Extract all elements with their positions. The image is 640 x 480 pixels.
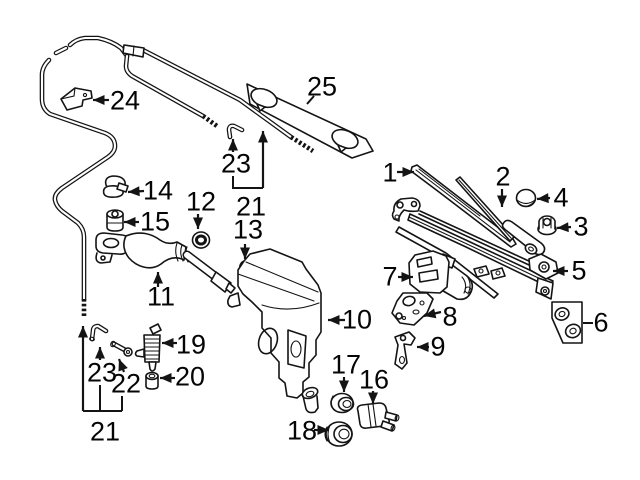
part-6-grommet-box <box>551 301 583 344</box>
callout-9: 9 <box>430 331 446 362</box>
callout-22: 22 <box>110 368 142 399</box>
callout-14: 14 <box>142 175 174 206</box>
part-9-bracket <box>394 331 416 370</box>
callout-25: 25 <box>306 71 338 102</box>
part-23-elbow-top <box>226 123 245 140</box>
part-18-grommet <box>324 421 353 447</box>
callout-19: 19 <box>175 329 207 360</box>
callout-24: 24 <box>109 85 141 116</box>
callout-23-bottom: 23 <box>86 357 118 388</box>
part-20-grommet <box>145 371 159 390</box>
callout-23-top: 23 <box>220 148 252 179</box>
part-19-washer-pump <box>134 323 162 378</box>
part-14-clip <box>102 175 129 198</box>
part-16-check-valve <box>356 402 400 432</box>
callout-2: 2 <box>495 161 511 192</box>
callout-10: 10 <box>341 304 373 335</box>
callout-3: 3 <box>573 211 589 242</box>
callout-5: 5 <box>571 255 587 286</box>
callout-18: 18 <box>286 415 318 446</box>
callout-15: 15 <box>139 206 171 237</box>
callout-20: 20 <box>174 361 206 392</box>
part-22-pin <box>110 340 133 357</box>
part-21-washer-hose <box>39 35 315 316</box>
part-25-cowl-panel <box>246 83 374 159</box>
part-12-grommet <box>191 231 211 249</box>
callout-7: 7 <box>382 261 398 292</box>
callout-1: 1 <box>382 157 398 188</box>
callout-4: 4 <box>553 182 569 213</box>
callout-21-top: 21 <box>235 191 267 222</box>
callout-17: 17 <box>330 349 362 380</box>
part-4-cap <box>515 188 537 208</box>
part-11-pivot-arm <box>95 232 236 294</box>
part-5-linkage <box>391 197 559 300</box>
part-24-hose-clip <box>60 87 93 111</box>
part-2-wiper-blade <box>455 176 546 256</box>
callout-6: 6 <box>593 307 609 338</box>
part-3-nut <box>537 215 557 236</box>
part-15-nut <box>106 209 124 232</box>
part-17-grommet <box>330 392 355 414</box>
callout-16: 16 <box>358 364 390 395</box>
part-1-wiper-arm <box>410 164 517 248</box>
callout-11: 11 <box>146 281 176 312</box>
part-10-reservoir <box>227 248 322 414</box>
callout-8: 8 <box>442 301 458 332</box>
part-23-elbow-bottom <box>89 323 109 342</box>
callout-arrows <box>78 95 593 435</box>
callout-12: 12 <box>185 186 217 217</box>
part-8-mount-plate <box>391 292 434 326</box>
callout-21-bottom: 21 <box>89 416 121 447</box>
part-7-wiper-motor <box>408 250 474 301</box>
callout-13: 13 <box>232 214 264 245</box>
